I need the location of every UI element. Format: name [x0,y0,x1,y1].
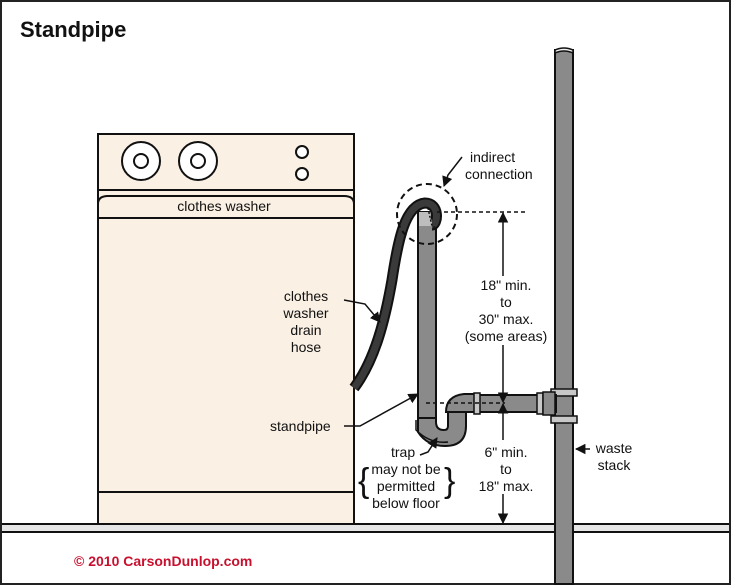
svg-text:indirect: indirect [470,149,515,165]
waste-stack-pipe [550,47,578,585]
clothes-washer: clothes washer [97,133,355,525]
dimension-lines [426,211,525,525]
svg-text:clothes: clothes [284,288,328,304]
svg-text:washer: washer [282,305,328,321]
svg-text:permitted: permitted [377,478,435,494]
hose-label: clothes washer drain hose [282,288,328,355]
svg-text:{: { [358,462,369,500]
washer-label: clothes washer [177,198,271,214]
waste-stack-label: waste stack [595,440,633,473]
dial-1-icon[interactable] [121,141,161,181]
standpipe-label: standpipe [270,418,331,434]
floor [2,523,729,533]
copyright-text: © 2010 CarsonDunlop.com [74,553,252,569]
svg-text:to: to [500,294,512,310]
height-upper-label: 18" min. to 30" max. (some areas) [465,277,547,344]
svg-text:may not be: may not be [371,461,440,477]
indirect-label: indirect connection [465,149,533,182]
svg-text:30" max.: 30" max. [479,311,534,327]
diagram-title: Standpipe [20,17,126,42]
trap-label: trap [391,444,415,460]
svg-text:6" min.: 6" min. [484,444,527,460]
drain-hose [349,197,442,392]
svg-text:drain: drain [290,322,321,338]
svg-text:to: to [500,461,512,477]
svg-text:waste: waste [595,440,633,456]
dial-2-icon[interactable] [178,141,218,181]
svg-text:below floor: below floor [372,495,440,511]
svg-text:connection: connection [465,166,533,182]
svg-text:18" max.: 18" max. [479,478,534,494]
trap-note-label: { } may not be permitted below floor [358,461,455,511]
standpipe-pipe [415,211,557,448]
button-1-icon[interactable] [295,145,309,159]
leader-lines [343,156,590,456]
svg-text:}: } [444,462,455,500]
indirect-connection-circle [396,183,458,245]
svg-text:18" min.: 18" min. [481,277,532,293]
svg-text:hose: hose [291,339,322,355]
svg-text:stack: stack [598,457,632,473]
height-lower-label: 6" min. to 18" max. [479,444,534,494]
button-2-icon[interactable] [295,167,309,181]
svg-text:(some areas): (some areas) [465,328,547,344]
